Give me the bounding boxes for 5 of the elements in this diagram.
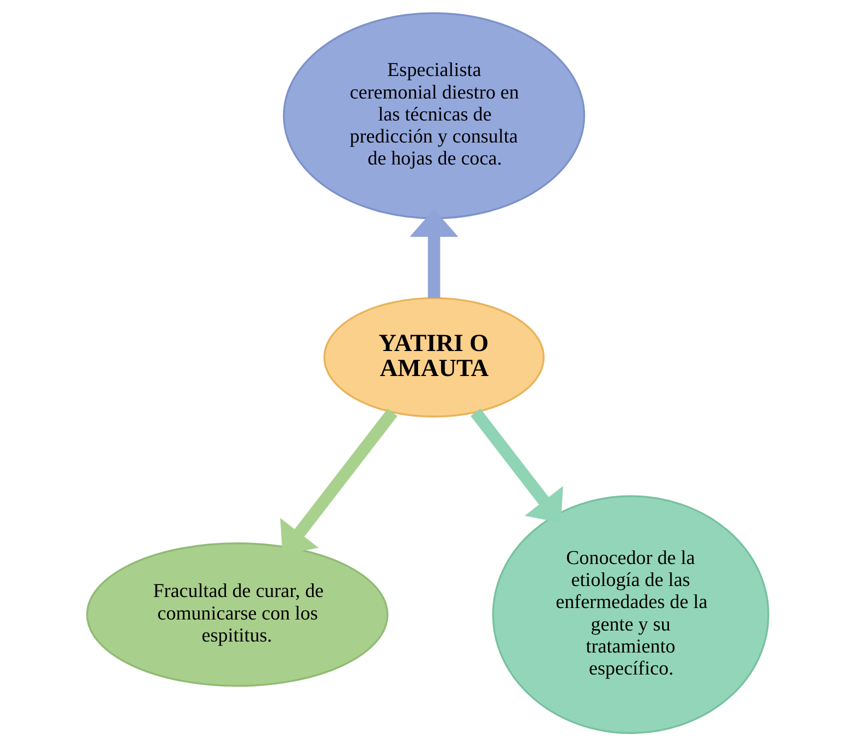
node-ellipse: YATIRI O AMAUTA xyxy=(322,297,544,418)
node-ellipse: Especialista ceremonial diestro en las técnicas de predicción y consulta de hojas de coca. xyxy=(282,12,585,220)
node-ellipse: Fracultad de curar, de comunicarse con los espititus. xyxy=(86,542,388,687)
arrow xyxy=(470,408,563,523)
node-ellipse: Conocedor de la etiología de las enfermedades de la gente y su tratamiento específico. xyxy=(492,495,769,734)
